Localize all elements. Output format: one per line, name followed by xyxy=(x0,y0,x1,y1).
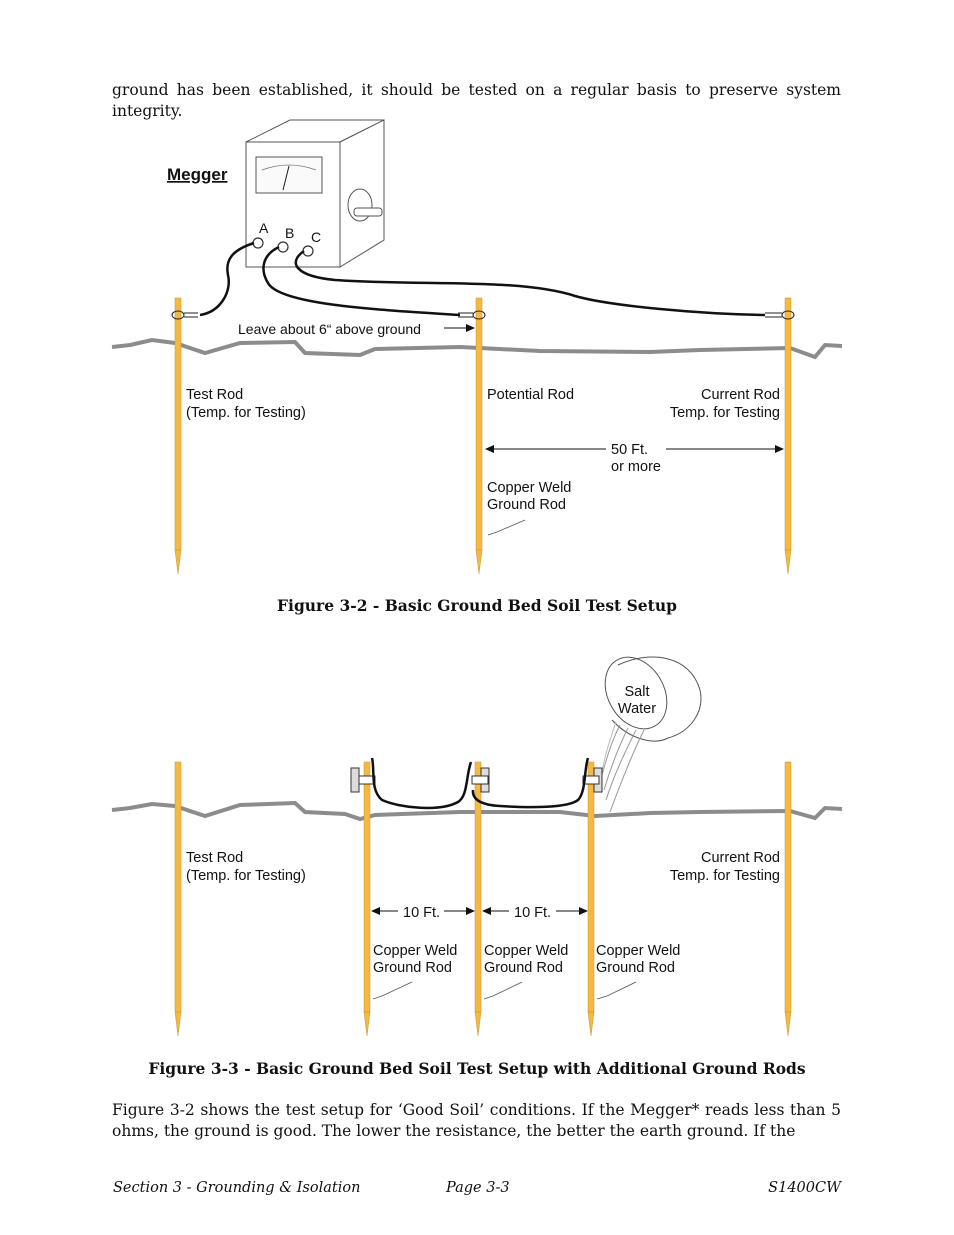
figure-3-3-caption: Figure 3-3 - Basic Ground Bed Soil Test … xyxy=(148,1059,806,1078)
ground-surface xyxy=(111,337,843,360)
distance-label: 50 Ft. xyxy=(611,442,648,458)
figure-3-2-caption: Figure 3-2 - Basic Ground Bed Soil Test … xyxy=(277,596,677,615)
test-rod-label: Test Rod xyxy=(186,387,243,403)
rod-clamp xyxy=(350,767,603,793)
figure-3-3-diagram: Salt Water Test Rod (Temp. for Testing) … xyxy=(111,656,843,1037)
megger-label: Megger xyxy=(167,165,228,184)
test-rod-sublabel: (Temp. for Testing) xyxy=(186,405,306,421)
copper-rod-label-2: Copper Weld xyxy=(484,943,568,959)
copper-rod-sublabel-1: Ground Rod xyxy=(373,960,452,976)
wire-a xyxy=(199,241,255,317)
copper-rod-label: Copper Weld xyxy=(487,480,571,496)
copper-rod-label-3: Copper Weld xyxy=(596,943,680,959)
ground-rod-1 xyxy=(363,761,371,1013)
potential-rod-label: Potential Rod xyxy=(487,387,574,403)
current-rod-label: Current Rod xyxy=(701,387,780,403)
salt-water-bucket xyxy=(598,656,702,813)
footer-doc-id: S1400CW xyxy=(768,1180,841,1196)
ground-rod-3 xyxy=(587,761,595,1013)
intro-paragraph: ground has been established, it should b… xyxy=(112,81,841,120)
distance-sublabel: or more xyxy=(611,459,661,475)
current-rod-sublabel-2: Temp. for Testing xyxy=(670,868,780,884)
spacing-label-1: 10 Ft. xyxy=(403,905,440,921)
megger-meter: A B C xyxy=(245,119,385,268)
footer-page-number: Page 3-3 xyxy=(446,1180,510,1196)
current-rod-sublabel: Temp. for Testing xyxy=(670,405,780,421)
wire-c xyxy=(294,249,766,317)
test-rod-label-2: Test Rod xyxy=(186,850,243,866)
bucket-label: Salt xyxy=(625,684,650,700)
current-rod-2 xyxy=(784,761,792,1013)
footer-section: Section 3 - Grounding & Isolation xyxy=(113,1180,361,1196)
test-rod-2 xyxy=(174,761,182,1013)
figure-3-2-diagram: A B C Megger Leave about 6“ above ground… xyxy=(111,119,843,575)
bucket-sublabel: Water xyxy=(618,701,656,717)
terminal-c-label: C xyxy=(311,229,321,245)
copper-rod-sublabel: Ground Rod xyxy=(487,497,566,513)
leave-note: Leave about 6“ above ground xyxy=(238,321,421,337)
meter-needle xyxy=(282,165,290,191)
body-paragraph: Figure 3-2 shows the test setup for ‘Goo… xyxy=(112,1101,841,1140)
rod-clamp xyxy=(171,310,795,320)
spacing-label-2: 10 Ft. xyxy=(514,905,551,921)
jumper-wire-2 xyxy=(471,757,590,809)
jumper-wire-1 xyxy=(370,757,473,810)
copper-rod-label-1: Copper Weld xyxy=(373,943,457,959)
current-rod-label-2: Current Rod xyxy=(701,850,780,866)
copper-rod-sublabel-3: Ground Rod xyxy=(596,960,675,976)
terminal-a-label: A xyxy=(259,220,269,236)
wire-b xyxy=(262,245,461,317)
terminal-b-label: B xyxy=(285,225,294,241)
copper-rod-sublabel-2: Ground Rod xyxy=(484,960,563,976)
test-rod-sublabel-2: (Temp. for Testing) xyxy=(186,868,306,884)
meter-dial xyxy=(255,156,323,194)
